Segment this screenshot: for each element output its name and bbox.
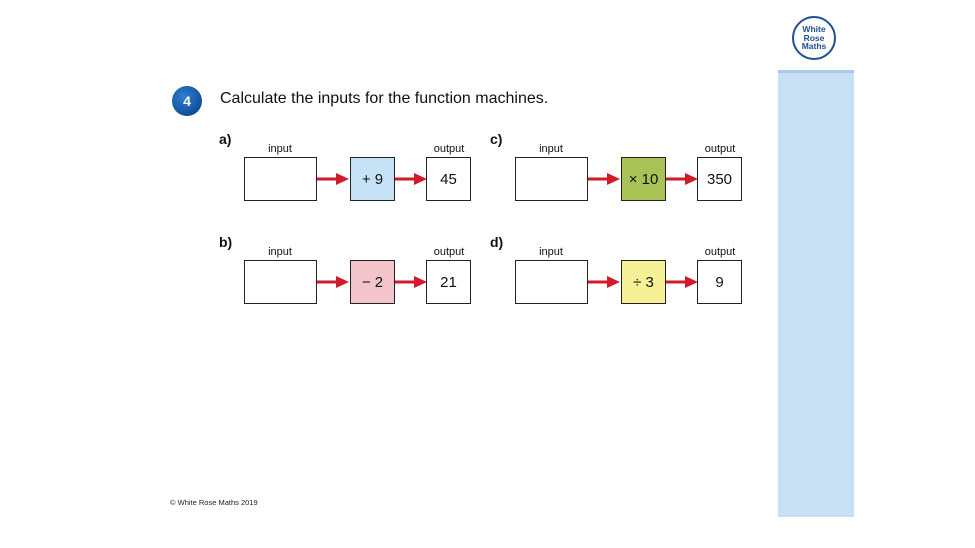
function-box-a: + 9 [350,157,395,201]
input-label-b: input [268,246,292,258]
logo-line-1: White [802,24,826,35]
output-box-a: 45 [426,157,471,201]
part-label-b: b) [219,234,233,250]
input-box-b[interactable] [244,260,317,304]
input-label-c: input [539,143,563,155]
output-label-a: output [433,143,465,155]
part-label-c: c) [490,131,503,147]
arrow-right-icon [395,173,427,185]
arrow-right-icon [317,173,349,185]
copyright-footer: © White Rose Maths 2019 [170,498,258,507]
input-label-a: input [268,143,292,155]
question-text: Calculate the inputs for the function ma… [220,90,549,107]
logo-line-2: Rose [803,32,825,43]
white-rose-maths-logo: White Rose Maths [792,16,836,60]
output-box-c: 350 [697,157,742,201]
question-number-badge: 4 [172,86,202,116]
logo-line-3: Maths [801,41,827,52]
arrow-right-icon [588,173,620,185]
input-box-a[interactable] [244,157,317,201]
function-box-c: × 10 [621,157,666,201]
output-label-c: output [704,143,736,155]
arrow-right-icon [666,276,698,288]
output-label-b: output [433,246,465,258]
input-label-d: input [539,246,563,258]
arrow-right-icon [317,276,349,288]
sidebar-logo-area: White Rose Maths [778,0,854,73]
output-label-d: output [704,246,736,258]
output-box-d: 9 [697,260,742,304]
arrow-right-icon [588,276,620,288]
right-sidebar: White Rose Maths [778,0,854,517]
input-box-c[interactable] [515,157,588,201]
function-box-b: − 2 [350,260,395,304]
arrow-right-icon [395,276,427,288]
part-label-a: a) [219,131,232,147]
input-box-d[interactable] [515,260,588,304]
arrow-right-icon [666,173,698,185]
function-box-d: ÷ 3 [621,260,666,304]
part-label-d: d) [490,234,504,250]
output-box-b: 21 [426,260,471,304]
